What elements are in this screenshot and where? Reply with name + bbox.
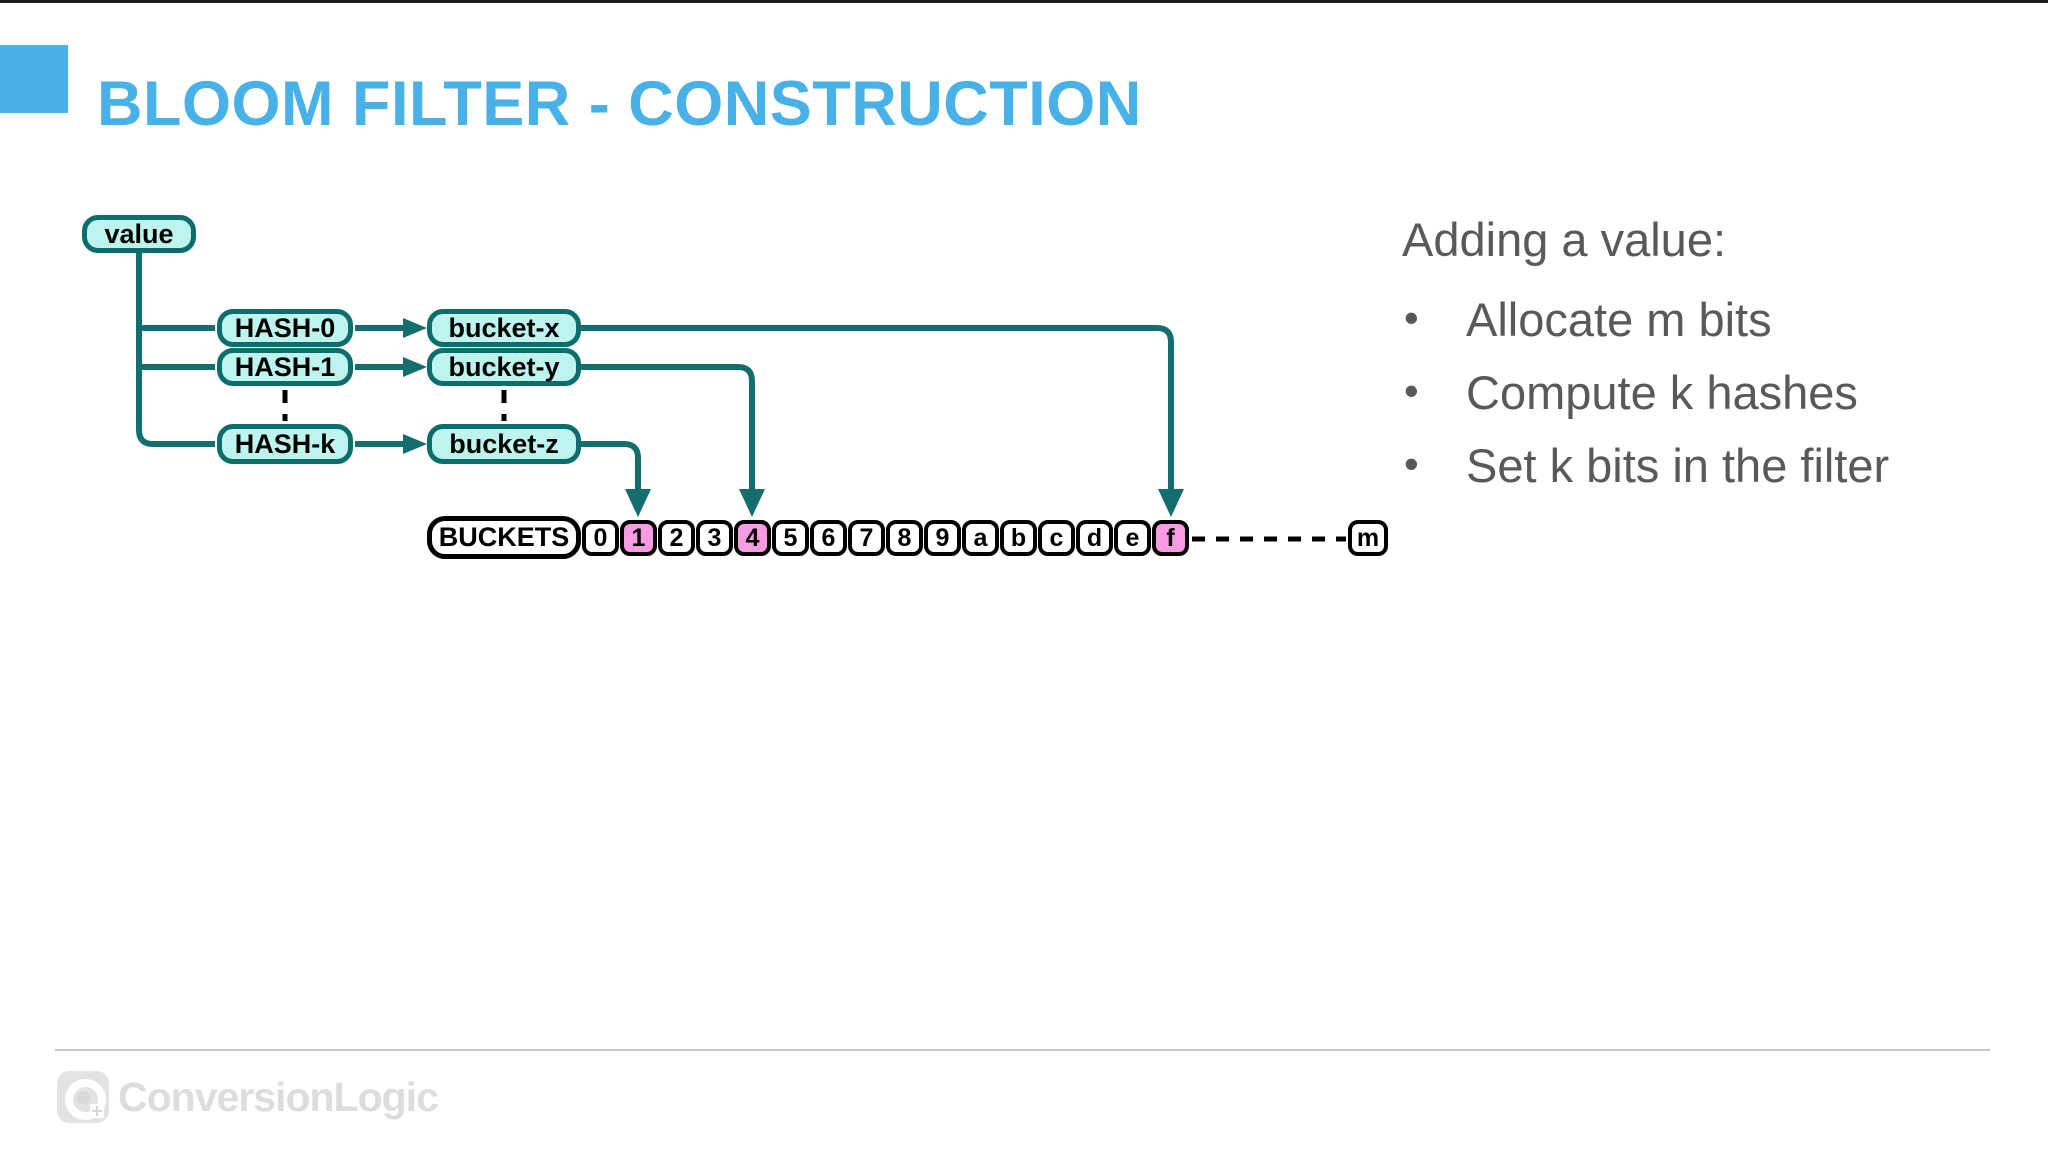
notes-bullet-list: Allocate m bits Compute k hashes Set k b…	[1402, 293, 2042, 493]
buckets-row-label: BUCKETS	[427, 516, 581, 559]
arrowhead-hash1	[403, 357, 427, 377]
page-title: BLOOM FILTER - CONSTRUCTION	[97, 69, 1142, 140]
bucket-cell-5: 5	[772, 520, 809, 556]
arrowhead-hash0	[403, 318, 427, 338]
notes-heading: Adding a value:	[1402, 213, 1727, 266]
bucket-cell-1: 1	[620, 520, 657, 556]
conversionlogic-icon	[57, 1071, 109, 1123]
notes-bullet-set: Set k bits in the filter	[1402, 439, 2042, 493]
arrowhead-hashk	[403, 434, 427, 454]
bucket-cell-a: a	[962, 520, 999, 556]
bucket-cell-b: b	[1000, 520, 1037, 556]
bucket-cell-9: 9	[924, 520, 961, 556]
bucket-cell-d: d	[1076, 520, 1113, 556]
logo-dot	[77, 1091, 90, 1104]
logo-ring	[65, 1079, 106, 1120]
bucket-cell-4: 4	[734, 520, 771, 556]
arrowhead-cell-4	[739, 489, 765, 517]
connector-buckety-to-cell-4	[581, 364, 755, 491]
hash-0-node: HASH-0	[217, 309, 353, 347]
bucket-cell-m: m	[1348, 520, 1388, 556]
notes-block: Adding a value: Allocate m bits Compute …	[1402, 212, 2042, 512]
value-node: value	[82, 215, 196, 253]
bucket-cell-e: e	[1114, 520, 1151, 556]
bucket-cell-8: 8	[886, 520, 923, 556]
bucket-x-node: bucket-x	[427, 309, 581, 347]
arrowhead-cell-f	[1158, 489, 1184, 517]
buckets-cell-row: 0 1 2 3 4 5 6 7 8 9 a b c d e f	[582, 520, 1189, 556]
logo-plus-icon	[90, 1104, 104, 1118]
bucket-cell-f: f	[1152, 520, 1189, 556]
connector-bucketz-to-cell-1	[581, 441, 641, 491]
notes-bullet-allocate: Allocate m bits	[1402, 293, 2042, 347]
bucket-cell-7: 7	[848, 520, 885, 556]
hash-k-node: HASH-k	[217, 424, 353, 464]
arrowhead-cell-1	[625, 489, 651, 517]
bucket-cell-c: c	[1038, 520, 1075, 556]
footer-divider	[55, 1049, 1990, 1051]
bucket-cell-0: 0	[582, 520, 619, 556]
bucket-cell-6: 6	[810, 520, 847, 556]
brand-logo: ConversionLogic	[57, 1071, 439, 1123]
connector-value-to-hash-k	[136, 253, 215, 447]
connector-bucketx-to-cell-f	[581, 325, 1174, 491]
bucket-z-node: bucket-z	[427, 424, 581, 464]
title-accent-square	[0, 45, 68, 113]
bucket-cell-2: 2	[658, 520, 695, 556]
hash-1-node: HASH-1	[217, 348, 353, 386]
bucket-y-node: bucket-y	[427, 348, 581, 386]
brand-name: ConversionLogic	[118, 1073, 439, 1120]
notes-bullet-compute: Compute k hashes	[1402, 366, 2042, 420]
screen-top-edge	[0, 0, 2048, 3]
bucket-cell-3: 3	[696, 520, 733, 556]
